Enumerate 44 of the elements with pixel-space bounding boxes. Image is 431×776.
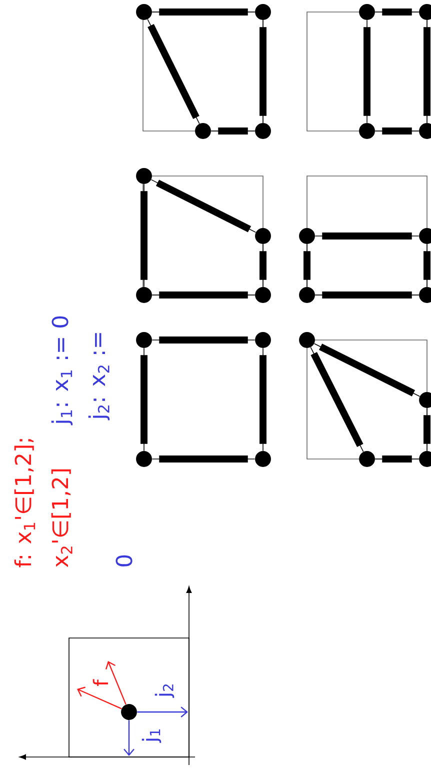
formula-text: x$_{2}$'∈[1,2] xyxy=(51,469,72,568)
thick-bar-edge xyxy=(314,292,420,298)
vertex-dot xyxy=(299,332,315,348)
vertex-dot xyxy=(359,4,375,20)
vertex-dot xyxy=(299,287,315,303)
vector-label: j$_{1}$ xyxy=(142,729,162,743)
thick-bar-edge xyxy=(140,348,148,452)
formula-text: 0 xyxy=(116,555,132,566)
thick-bar-edge xyxy=(310,346,364,452)
formula-text: f: x$_{1}$'∈[1,2]; xyxy=(14,439,36,568)
vertex-dot xyxy=(136,4,152,20)
vertex-dot xyxy=(121,704,137,720)
vertex-dot xyxy=(136,451,152,467)
formula-text: j$_{2}$: x$_{2}$ := xyxy=(88,333,110,420)
formula-text: j$_{1}$: x$_{1}$ := 0 xyxy=(51,316,73,426)
thick-bar-edge xyxy=(364,20,370,124)
vertex-dot xyxy=(255,332,271,348)
vertex-dot xyxy=(255,123,271,139)
vertex-dot xyxy=(255,287,271,303)
thick-bar-edge xyxy=(374,8,420,16)
vertex-dot xyxy=(136,332,152,348)
vector-label: f xyxy=(92,679,108,686)
thick-bar-edge xyxy=(152,456,256,462)
vertex-dot xyxy=(255,451,271,467)
thick-bar-edge xyxy=(152,336,256,344)
thick-bar-edge xyxy=(210,128,256,134)
vertex-dot xyxy=(299,228,315,244)
thick-bar-edge xyxy=(260,348,266,452)
thick-bar-edge xyxy=(424,20,430,124)
thick-bar-edge xyxy=(424,408,430,452)
thick-bar-edge xyxy=(424,244,430,288)
vertex-dot xyxy=(195,123,211,139)
thick-bar-edge xyxy=(152,8,256,16)
thick-bar-edge xyxy=(314,343,420,397)
vertex-dot xyxy=(255,4,271,20)
vertex-dot xyxy=(359,123,375,139)
vector-label: j$_{2}$ xyxy=(154,684,174,698)
vertex-dot xyxy=(359,451,375,467)
thick-bar-edge xyxy=(374,128,420,134)
thick-bar-edge xyxy=(260,20,266,124)
thick-bar-edge xyxy=(374,456,420,462)
thick-bar-edge xyxy=(304,244,310,288)
thick-bar-edge xyxy=(147,18,200,124)
thick-bar-edge xyxy=(314,232,420,240)
